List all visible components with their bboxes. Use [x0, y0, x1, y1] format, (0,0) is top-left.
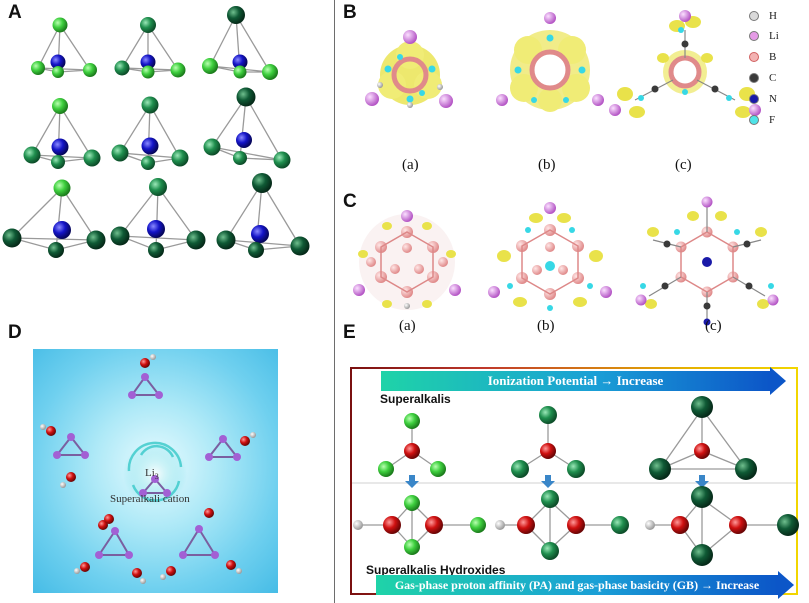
- legend-li: Li: [749, 30, 779, 42]
- panel-e-frame: [350, 367, 798, 595]
- panel-c-label-c: (c): [705, 318, 722, 334]
- center-label-subscript: 3: [154, 472, 159, 482]
- hydroxides-label: Superalkalis Hydroxides: [366, 563, 506, 577]
- panel-label-c: C: [343, 191, 357, 212]
- vertical-divider: [334, 0, 335, 603]
- ionization-arrow: Ionization Potential → Increase: [381, 367, 786, 395]
- legend-n: N: [749, 93, 777, 105]
- panel-d-molecules: [40, 354, 256, 584]
- legend-li-label: Li: [769, 30, 779, 42]
- panel-b-label-a: (a): [402, 157, 419, 173]
- panel-c-structures: [353, 196, 779, 326]
- panel-c-label-a: (a): [399, 318, 416, 334]
- panel-a-clusters: [2, 6, 310, 258]
- legend-c: C: [749, 72, 776, 84]
- panel-e-molecules: [352, 396, 799, 566]
- panel-label-d: D: [8, 322, 22, 343]
- superalkalis-label: Superalkalis: [380, 392, 451, 406]
- panel-d-caption: Superalkali cation: [110, 493, 190, 505]
- panel-b-orbitals: [365, 10, 761, 118]
- legend-n-label: N: [769, 93, 777, 105]
- legend-f: F: [749, 114, 775, 126]
- legend-c-label: C: [769, 72, 777, 84]
- center-label-text: Li: [145, 467, 155, 479]
- panel-d-center-label: Li3: [145, 467, 159, 481]
- legend-b-label: B: [769, 51, 777, 63]
- legend-b: B: [749, 51, 776, 63]
- panel-label-a: A: [8, 2, 22, 23]
- basicity-arrow: Gas-phase proton affinity (PA) and gas-p…: [376, 571, 794, 599]
- panel-b-label-c: (c): [675, 157, 692, 173]
- panel-label-e: E: [343, 322, 356, 343]
- legend-f-label: F: [769, 114, 776, 126]
- panel-label-b: B: [343, 2, 357, 23]
- panel-b-label-b: (b): [538, 157, 556, 173]
- legend-h: H: [749, 10, 777, 22]
- legend-h-label: H: [769, 10, 777, 22]
- panel-c-label-b: (b): [537, 318, 555, 334]
